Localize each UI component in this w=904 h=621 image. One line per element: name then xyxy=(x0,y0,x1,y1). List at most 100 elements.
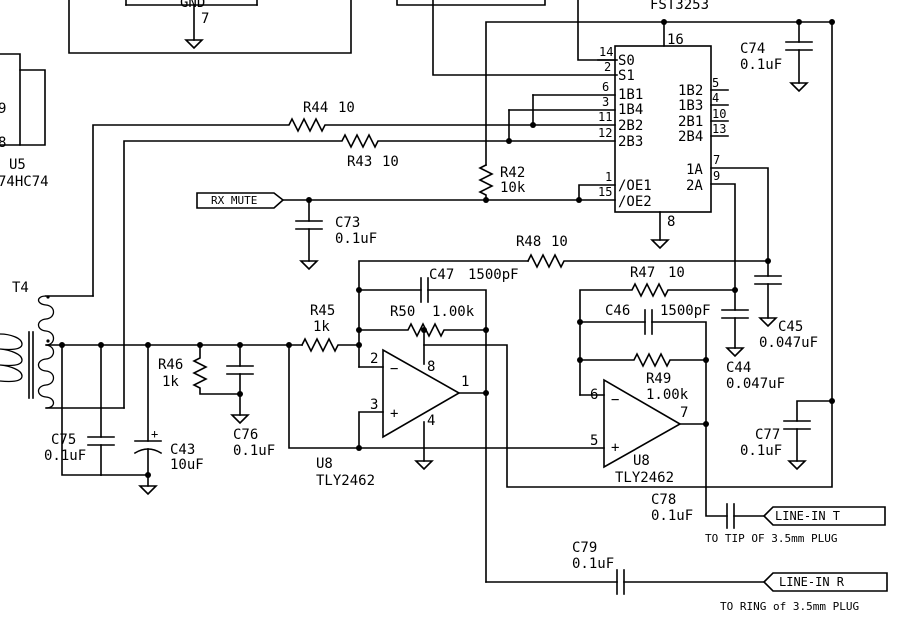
wire-noninv xyxy=(288,344,605,449)
r42-ref: R42 xyxy=(500,165,525,181)
r43-resistor: R43 10 xyxy=(123,133,510,409)
pin-name: 2B4 xyxy=(678,129,703,145)
fst3253-body xyxy=(614,45,712,213)
c44-capacitor: C44 0.047uF xyxy=(721,309,785,392)
fst3253-left-pin: 11 2B2 xyxy=(532,110,643,134)
r49-resistor: R49 1.00k xyxy=(579,352,709,403)
u8b-opamp: − + 6 5 7 U8 TLY2462 xyxy=(579,378,709,486)
fst3253-right-pin: 5 1B2 xyxy=(678,76,729,99)
wire-vcc-rail xyxy=(423,21,833,488)
c46-capacitor: C46 1500pF xyxy=(579,303,711,425)
pin-number: 13 xyxy=(712,122,726,136)
u8a-opamp: − + 2 3 1 8 4 U8 TLY2462 xyxy=(316,329,487,489)
pin-name: 1B4 xyxy=(618,102,643,118)
c77-capacitor: C77 0.1uF xyxy=(740,400,833,471)
u8b-ref: U8 xyxy=(633,453,650,469)
pin-name: 1B1 xyxy=(618,87,643,103)
u8a-pin-noninv: 3 xyxy=(370,397,378,413)
u8a-pin-gnd: 4 xyxy=(427,413,435,429)
pin-number: 4 xyxy=(712,91,719,105)
c75-capacitor: C75 0.1uF xyxy=(44,344,115,476)
c79-capacitor: C79 0.1uF xyxy=(485,540,765,595)
c74-capacitor: C74 0.1uF xyxy=(661,19,833,93)
c79-value: 0.1uF xyxy=(572,556,614,572)
ground-icon xyxy=(299,260,319,271)
u5-ref: U5 xyxy=(9,157,26,173)
pin-number: 1 xyxy=(605,170,612,184)
r47-resistor: R47 10 xyxy=(577,265,738,396)
c43-polarity: + xyxy=(151,427,158,441)
u5-part: 74HC74 xyxy=(0,174,49,190)
pin-name: 2B3 xyxy=(618,134,643,150)
fst3253-left-pin: 14 S0 xyxy=(597,45,635,69)
upper-chip-outline xyxy=(396,0,546,6)
pin-number: 14 xyxy=(599,45,613,59)
c73-ref: C73 xyxy=(335,215,360,231)
r50-value: 1.00k xyxy=(432,304,475,320)
ground-icon xyxy=(787,460,807,471)
c45-ref: C45 xyxy=(778,319,803,335)
r46-ref: R46 xyxy=(158,357,183,373)
r44-ref: R44 xyxy=(303,100,328,116)
r43-ref: R43 xyxy=(347,154,372,170)
ground-icon xyxy=(650,239,670,250)
u8b-pin-noninv: 5 xyxy=(590,433,598,449)
u8a-pin-inv: 2 xyxy=(370,351,378,367)
pin-name: S0 xyxy=(618,53,635,69)
u8a-ref: U8 xyxy=(316,456,333,472)
pin-number: 3 xyxy=(602,95,609,109)
c46-ref: C46 xyxy=(605,303,630,319)
r42-resistor: R42 10k xyxy=(478,163,526,201)
r43-value: 10 xyxy=(382,154,399,170)
c78-value: 0.1uF xyxy=(651,508,693,524)
c75-ref: C75 xyxy=(51,432,76,448)
wire-s1 xyxy=(432,0,618,76)
fst3253-left-pin: 1 /OE1 xyxy=(578,170,652,201)
c46-value: 1500pF xyxy=(660,303,711,319)
fst3253-right-pin: 9 2A xyxy=(686,169,736,311)
top-chip: GND 7 xyxy=(68,0,352,54)
u8a-plus: + xyxy=(390,406,398,422)
c78-ref: C78 xyxy=(651,492,676,508)
c79-ref: C79 xyxy=(572,540,597,556)
fst3253-name: FST3253 xyxy=(650,0,709,13)
fst3253-left-pin: 12 2B3 xyxy=(508,126,643,150)
pin-number: 5 xyxy=(712,76,719,90)
pin-number: 12 xyxy=(598,126,612,140)
pin-number: 7 xyxy=(713,153,720,167)
c47-ref: C47 xyxy=(429,267,454,283)
u8b-pin-out: 7 xyxy=(680,405,688,421)
r49-value: 1.00k xyxy=(646,387,689,403)
c73-capacitor: C73 0.1uF xyxy=(295,199,377,271)
ground-icon xyxy=(725,347,745,358)
fst3253-left-pin: 2 S1 xyxy=(604,60,635,84)
c45-capacitor: C45 0.047uF xyxy=(754,260,818,351)
pin-name: 2B2 xyxy=(618,118,643,134)
u8a-minus: − xyxy=(390,361,398,377)
pin-number: 10 xyxy=(712,107,726,121)
u8b-part: TLY2462 xyxy=(615,470,674,486)
r44-resistor: R44 10 xyxy=(92,100,534,297)
fst3253-gnd-pin: 8 xyxy=(667,214,675,230)
top-chip-gnd-pin: 7 xyxy=(201,11,209,27)
pin-number: 2 xyxy=(604,60,611,74)
net-flag xyxy=(762,506,886,526)
t4-transformer: T4 xyxy=(0,280,125,409)
c75-value: 0.1uF xyxy=(44,448,86,464)
c43-value: 10uF xyxy=(170,457,204,473)
r48-resistor: R48 10 xyxy=(516,234,771,269)
c47-capacitor: C47 1500pF xyxy=(358,267,519,583)
u8b-minus: − xyxy=(611,392,619,408)
r44-value: 10 xyxy=(338,100,355,116)
pin-name: 1B2 xyxy=(678,83,703,99)
c76-ref: C76 xyxy=(233,427,258,443)
c47-value: 1500pF xyxy=(468,267,519,283)
c77-ref: C77 xyxy=(755,427,780,443)
ground-icon xyxy=(184,39,204,50)
c76-value: 0.1uF xyxy=(233,443,275,459)
r46-resistor: R46 1k xyxy=(158,344,241,395)
r47-ref: R47 xyxy=(630,265,655,281)
line-in-r-net: LINE-IN R TO RING of 3.5mm PLUG xyxy=(720,572,888,613)
pin-number: 11 xyxy=(598,110,612,124)
pin-name: 2B1 xyxy=(678,114,703,130)
